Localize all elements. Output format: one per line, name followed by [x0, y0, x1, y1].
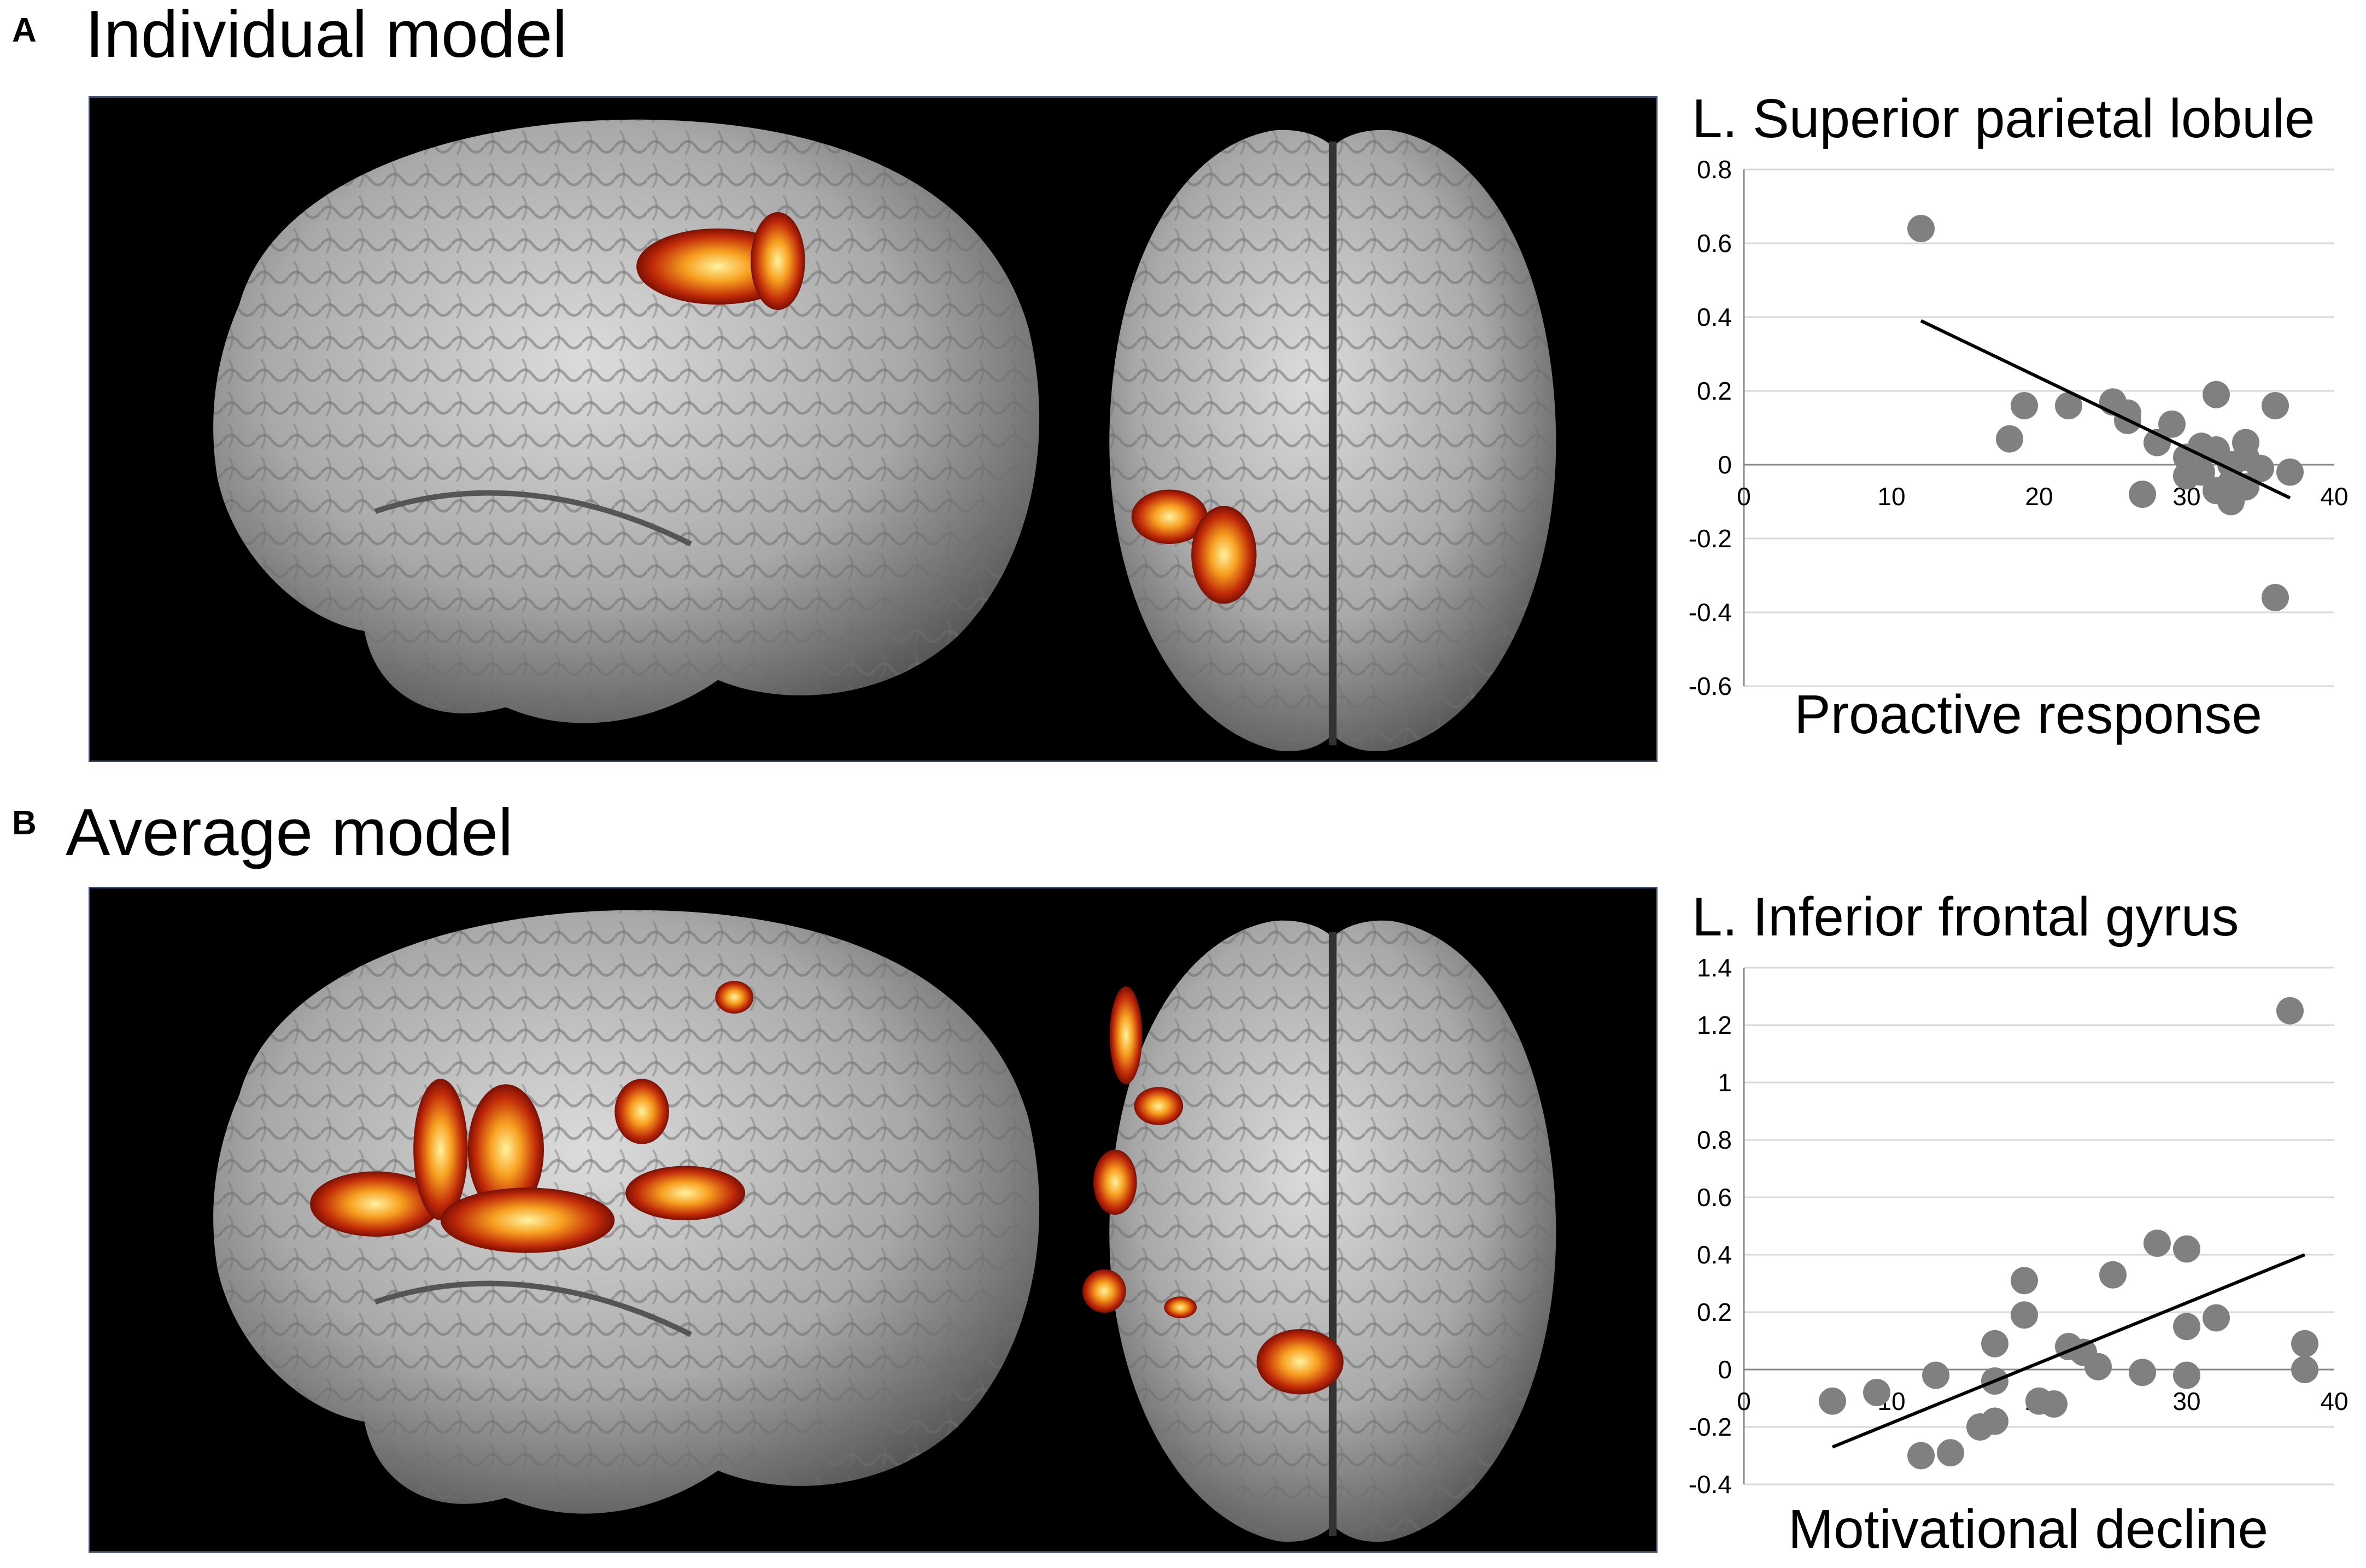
- y-tick-label: 0.6: [1697, 1183, 1732, 1212]
- data-point: [2276, 458, 2304, 486]
- data-point: [2173, 1235, 2200, 1263]
- y-tick-label: 0.4: [1697, 1241, 1732, 1269]
- data-point: [2173, 1313, 2200, 1341]
- data-point: [1907, 215, 1935, 242]
- x-tick-label: 10: [1877, 482, 1905, 511]
- panel-b-title: Average model: [66, 795, 513, 869]
- y-tick-label: 0.8: [1697, 155, 1732, 184]
- data-point: [1996, 425, 2023, 453]
- x-tick-label: 0: [1737, 482, 1751, 511]
- data-point: [1907, 1442, 1935, 1470]
- panel-a-letter: A: [12, 11, 37, 49]
- chart-b: -0.4-0.200.20.40.60.811.21.4010203040: [1629, 951, 2366, 1499]
- superior-brain-a: [1109, 130, 1556, 752]
- panel-a-title: Individual model: [85, 0, 567, 71]
- data-point: [1922, 1361, 1949, 1389]
- data-point: [2144, 1230, 2171, 1257]
- trendline: [1920, 319, 2291, 500]
- panel-b-letter: B: [12, 804, 37, 842]
- y-tick-label: 1.4: [1697, 953, 1732, 982]
- data-point: [2040, 1390, 2068, 1418]
- data-point: [2011, 1267, 2038, 1295]
- y-tick-label: 1.2: [1697, 1011, 1732, 1039]
- panel-b-brain-image: [89, 887, 1658, 1553]
- data-point: [1981, 1407, 2008, 1435]
- data-point: [2055, 392, 2082, 419]
- x-tick-label: 40: [2320, 1387, 2348, 1415]
- lateral-brain-a: [213, 119, 1040, 723]
- y-tick-label: 0: [1718, 1355, 1732, 1384]
- panel-a-brain-render: [213, 119, 1556, 752]
- y-tick-label: 1: [1718, 1068, 1732, 1097]
- chart-b-svg: -0.4-0.200.20.40.60.811.21.4010203040: [1689, 953, 2349, 1499]
- data-point: [2173, 1361, 2200, 1389]
- chart-a-xlabel: Proactive response: [1794, 684, 2262, 745]
- y-tick-label: 0.2: [1697, 377, 1732, 405]
- y-tick-label: 0: [1718, 450, 1732, 479]
- data-point: [1819, 1387, 1846, 1415]
- y-tick-label: 0.6: [1697, 229, 1732, 258]
- superior-activation-b: [1082, 986, 1344, 1395]
- x-tick-label: 40: [2320, 482, 2348, 511]
- lateral-activation-a: [636, 212, 805, 311]
- data-point: [2129, 481, 2156, 508]
- data-point: [2129, 1359, 2156, 1386]
- lateral-brain-b: [213, 910, 1040, 1514]
- data-point: [1863, 1379, 1890, 1406]
- superior-activation-a: [1131, 489, 1257, 604]
- trendline: [1831, 1253, 2306, 1449]
- x-tick-label: 20: [2025, 482, 2053, 511]
- superior-brain-b: [1109, 920, 1556, 1542]
- data-point: [2276, 997, 2304, 1025]
- chart-a-title: L. Superior parietal lobule: [1692, 88, 2315, 149]
- data-point: [2262, 392, 2289, 419]
- data-point: [2099, 1261, 2127, 1289]
- panel-a-brain-image: [89, 96, 1658, 762]
- data-point: [2158, 410, 2186, 438]
- y-tick-label: 0.4: [1697, 303, 1732, 331]
- y-tick-label: -0.4: [1689, 598, 1732, 627]
- lateral-activation-b: [310, 981, 754, 1253]
- y-tick-label: 0.2: [1697, 1298, 1732, 1326]
- data-point: [1937, 1439, 1964, 1467]
- data-point: [2203, 1304, 2230, 1332]
- y-tick-label: 0.8: [1697, 1126, 1732, 1154]
- chart-b-title: L. Inferior frontal gyrus: [1692, 886, 2239, 947]
- panel-b-brain-render: [213, 910, 1556, 1542]
- data-point: [2291, 1356, 2318, 1383]
- data-point: [2247, 454, 2274, 482]
- x-tick-label: 0: [1737, 1387, 1751, 1415]
- data-point: [2188, 458, 2215, 486]
- data-point: [2203, 381, 2230, 408]
- data-point: [2011, 392, 2038, 419]
- data-point: [1981, 1330, 2008, 1358]
- y-tick-label: -0.2: [1689, 524, 1732, 553]
- chart-b-xlabel: Motivational decline: [1788, 1499, 2269, 1560]
- data-point: [2084, 1353, 2112, 1380]
- data-point: [2291, 1330, 2318, 1358]
- y-tick-label: -0.2: [1689, 1413, 1732, 1441]
- y-tick-label: -0.6: [1689, 672, 1732, 700]
- x-tick-label: 30: [2172, 1387, 2200, 1415]
- y-tick-label: -0.4: [1689, 1470, 1732, 1499]
- data-point: [2011, 1301, 2038, 1329]
- data-point: [2262, 584, 2289, 611]
